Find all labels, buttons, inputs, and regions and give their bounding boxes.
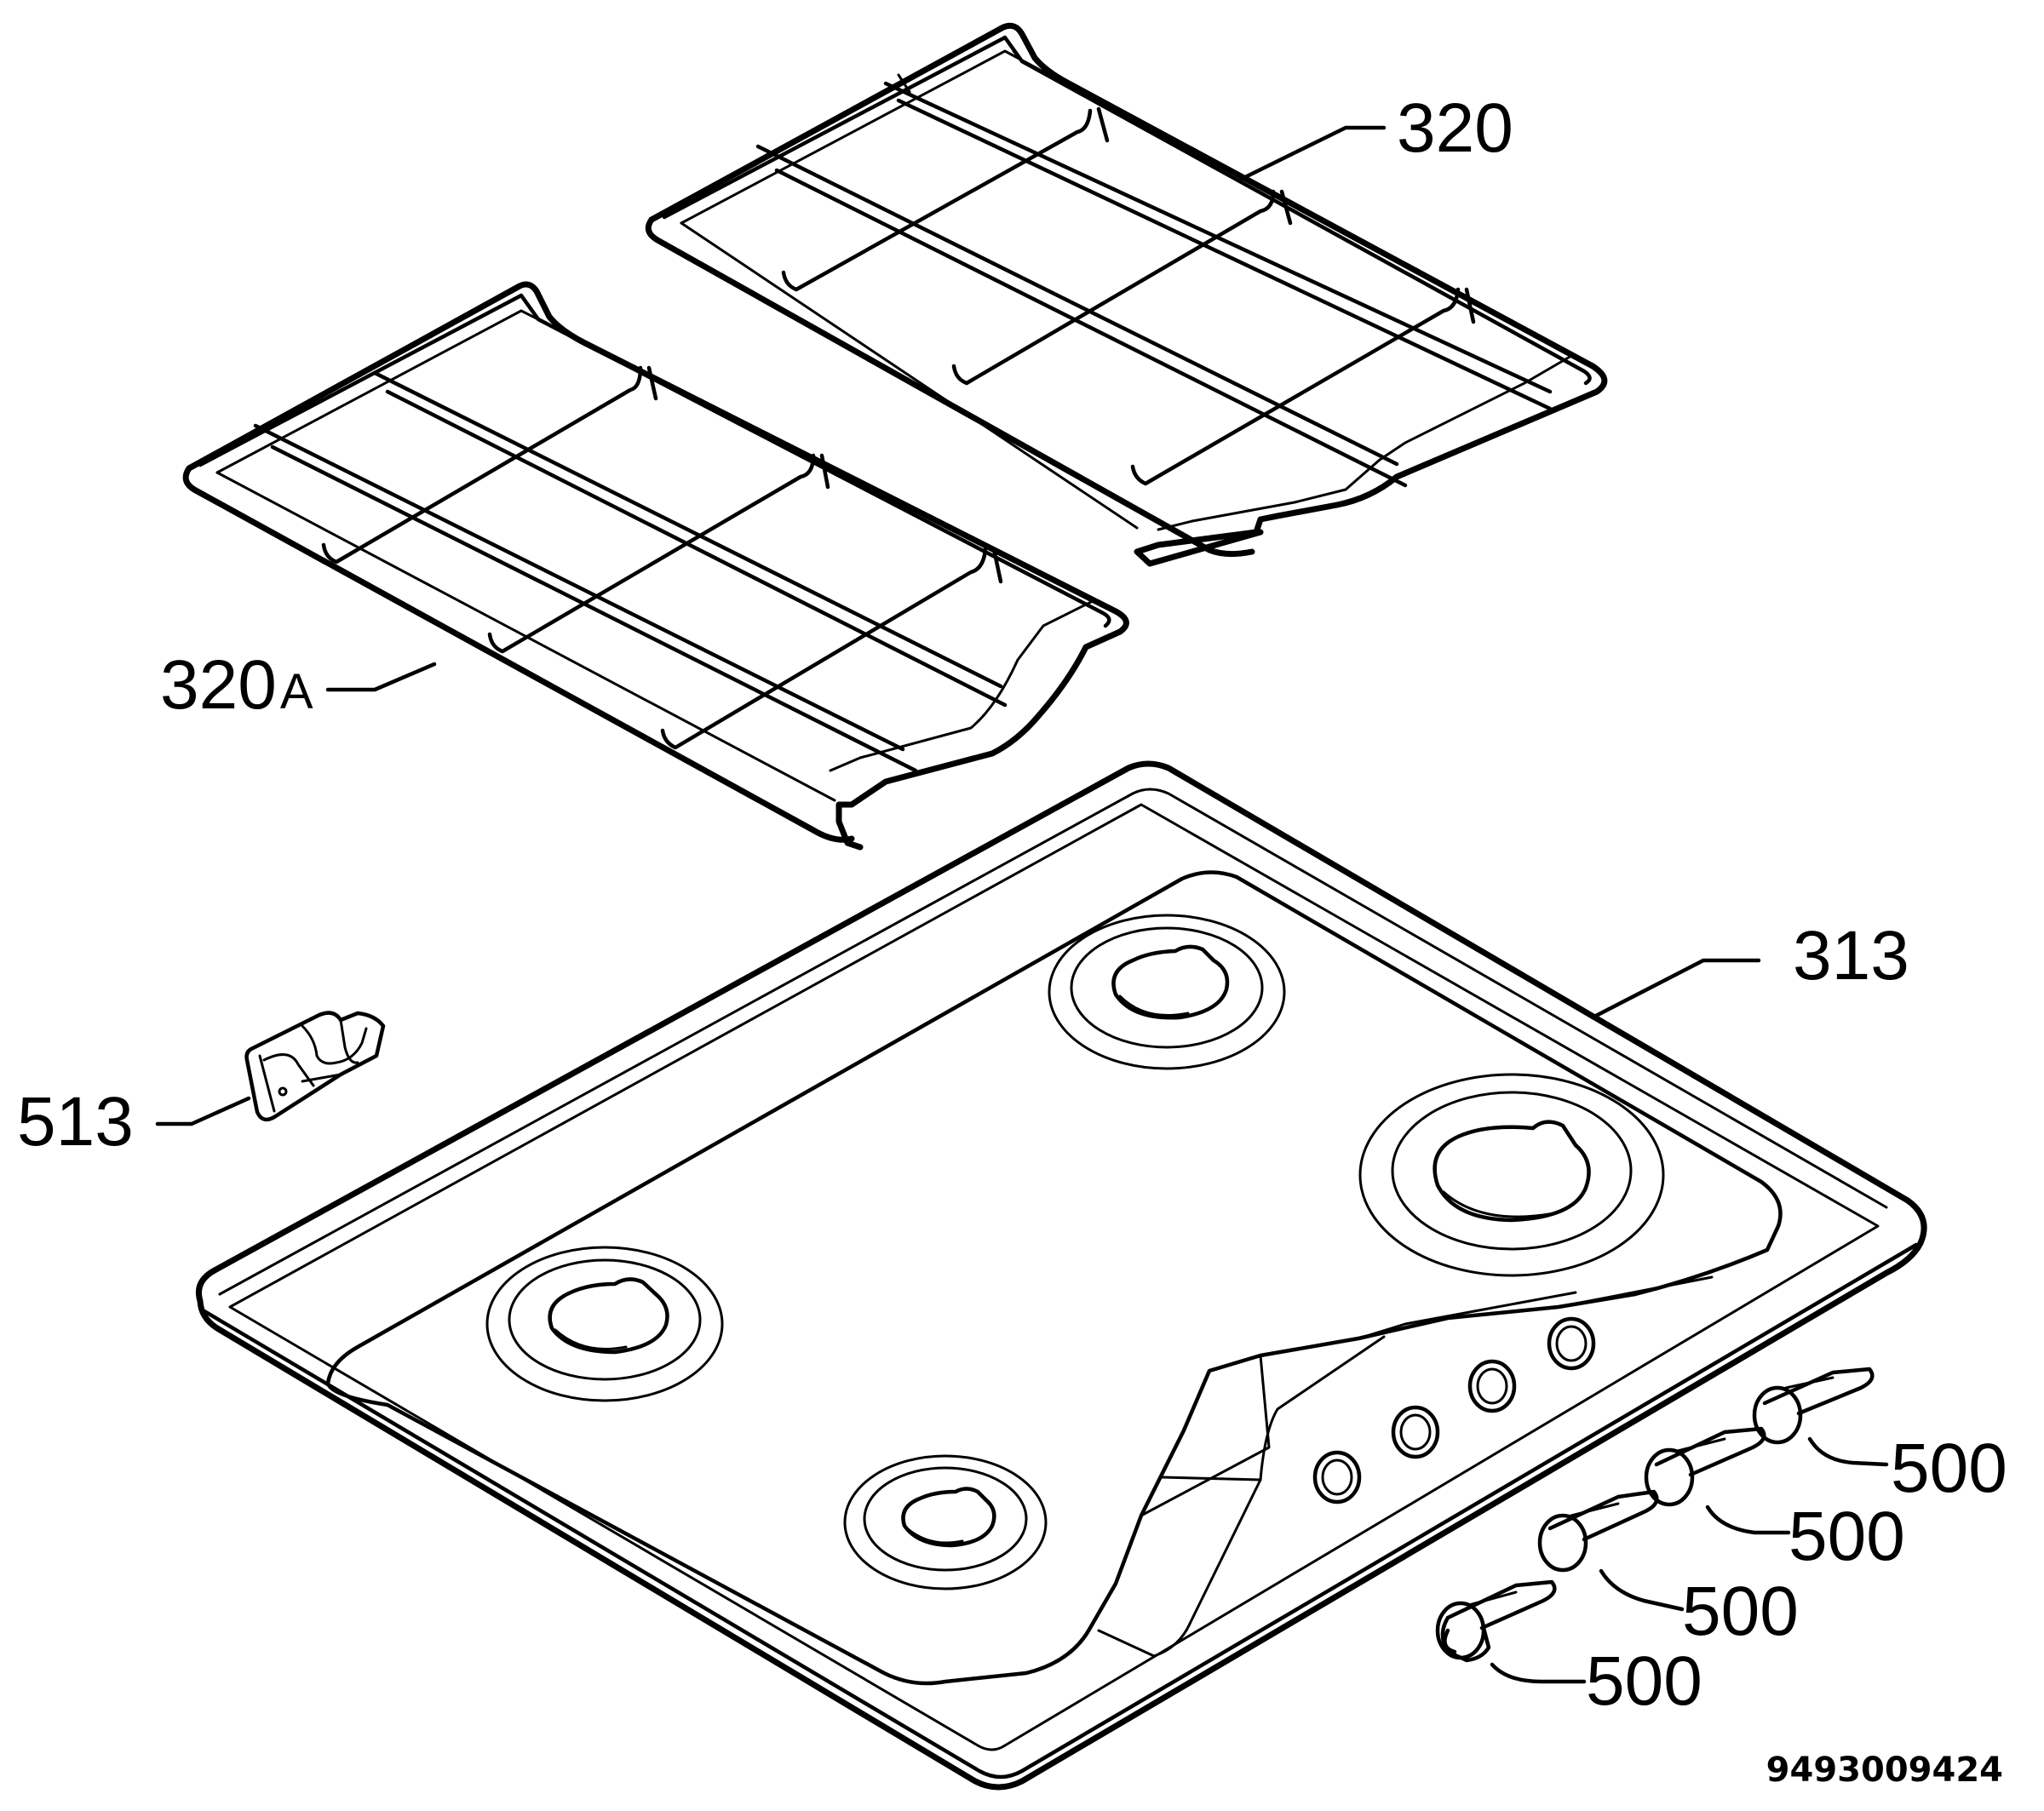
leader-lines (155, 125, 1889, 1684)
label-knob-1: 500 (1586, 1642, 1702, 1720)
pan-support-grid-left (182, 281, 1129, 851)
burner-rear-left (1048, 914, 1286, 1070)
label-knob-4: 500 (1891, 1430, 2007, 1507)
label-knob-3: 500 (1788, 1498, 1905, 1575)
label-hob-top: 313 (1793, 917, 1909, 994)
label-knob-2: 500 (1682, 1573, 1799, 1650)
label-grid-right: 320 (1397, 89, 1513, 167)
burner-front-right (843, 1454, 1048, 1590)
knob-3 (1644, 1426, 1766, 1507)
hob-top-plate (195, 760, 1927, 1791)
document-number: 9493009424 (1766, 1751, 2003, 1790)
burner-rear-right (1358, 1073, 1665, 1277)
knob-2 (1537, 1489, 1659, 1573)
burner-front-left (485, 1246, 724, 1402)
knob-holes (1312, 1316, 1596, 1504)
pan-support-grid-right (645, 22, 1608, 567)
control-knobs (1435, 1367, 1875, 1663)
label-clip: 513 (17, 1083, 134, 1161)
fixing-clip (244, 1011, 386, 1122)
label-grid-left: 320A (160, 646, 313, 724)
knob-4 (1752, 1367, 1875, 1445)
knob-1 (1435, 1579, 1557, 1663)
